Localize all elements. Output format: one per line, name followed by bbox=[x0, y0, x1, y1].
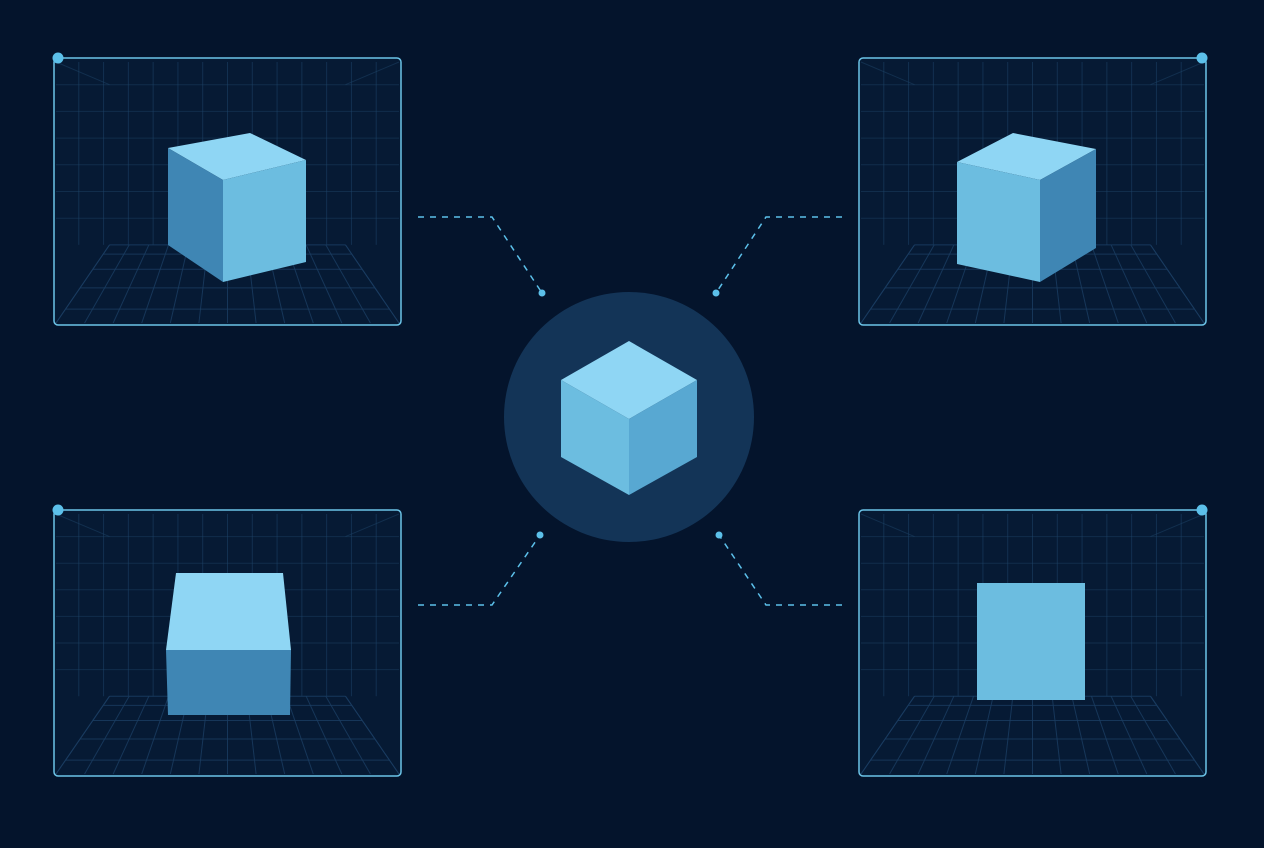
grid-line bbox=[305, 244, 343, 324]
grid-line bbox=[860, 244, 915, 324]
grid-line bbox=[1071, 696, 1091, 775]
grid-line bbox=[917, 695, 955, 775]
grid-line bbox=[345, 695, 400, 775]
grid-line bbox=[55, 244, 110, 324]
perspective-cube-icon bbox=[957, 133, 1096, 282]
grid-line bbox=[860, 61, 915, 86]
view-panel-bottom-left bbox=[52, 504, 402, 777]
hub bbox=[504, 292, 754, 542]
grid-line bbox=[286, 696, 314, 775]
grid-line bbox=[55, 513, 110, 538]
grid-line bbox=[860, 513, 915, 538]
grid-line bbox=[1091, 244, 1119, 324]
grid-line bbox=[141, 696, 169, 775]
elevation-cube-icon bbox=[166, 573, 291, 715]
grid-line bbox=[1110, 695, 1148, 775]
grid-line bbox=[889, 244, 935, 324]
connector-bottom-left bbox=[418, 534, 541, 606]
view-panel-bottom-right bbox=[858, 504, 1208, 777]
connectors bbox=[418, 216, 842, 606]
grid-line bbox=[325, 695, 371, 775]
grid-line bbox=[1110, 244, 1148, 324]
grid-line bbox=[1003, 696, 1014, 775]
view-panel-top-left bbox=[52, 52, 402, 326]
grid-line bbox=[305, 695, 343, 775]
connector-bottom-right bbox=[718, 534, 842, 606]
grid-line bbox=[1130, 244, 1176, 324]
grid-line bbox=[1150, 244, 1205, 324]
grid-line bbox=[55, 695, 110, 775]
panel-corner-dot bbox=[52, 52, 64, 64]
grid-line bbox=[889, 695, 935, 775]
grid-line bbox=[55, 61, 110, 86]
grid-line bbox=[1091, 696, 1119, 775]
grid-line bbox=[325, 244, 371, 324]
grid-line bbox=[1150, 695, 1205, 775]
isometric-cube-icon bbox=[561, 341, 697, 495]
connector-dot-bottom-right bbox=[715, 531, 723, 539]
grid-line bbox=[112, 244, 150, 324]
connector-dot-bottom-left bbox=[536, 531, 544, 539]
grid-line bbox=[1130, 695, 1176, 775]
connector-dot-top-right bbox=[712, 289, 720, 297]
panel-corner-dot bbox=[1196, 504, 1208, 516]
connector-dot-top-left bbox=[538, 289, 546, 297]
panel-corner-dot bbox=[1196, 52, 1208, 64]
grid-line bbox=[946, 696, 974, 775]
front-face-square-icon bbox=[977, 583, 1085, 700]
perspective-cube-icon bbox=[168, 133, 306, 282]
grid-line bbox=[345, 244, 400, 324]
grid-line bbox=[860, 695, 915, 775]
grid-line bbox=[1150, 513, 1205, 538]
grid-line bbox=[1051, 696, 1062, 775]
grid-line bbox=[84, 695, 130, 775]
panel-grid bbox=[55, 513, 400, 775]
grid-line bbox=[974, 696, 994, 775]
view-panel-top-right bbox=[858, 52, 1208, 326]
connector-top-right bbox=[715, 216, 842, 294]
grid-line bbox=[141, 244, 169, 324]
grid-line bbox=[112, 695, 150, 775]
panel-corner-dot bbox=[52, 504, 64, 516]
grid-line bbox=[917, 244, 955, 324]
grid-line bbox=[1150, 61, 1205, 86]
grid-line bbox=[84, 244, 130, 324]
connector-top-left bbox=[418, 216, 543, 294]
grid-line bbox=[169, 244, 189, 324]
grid-line bbox=[345, 513, 400, 538]
grid-line bbox=[345, 61, 400, 86]
